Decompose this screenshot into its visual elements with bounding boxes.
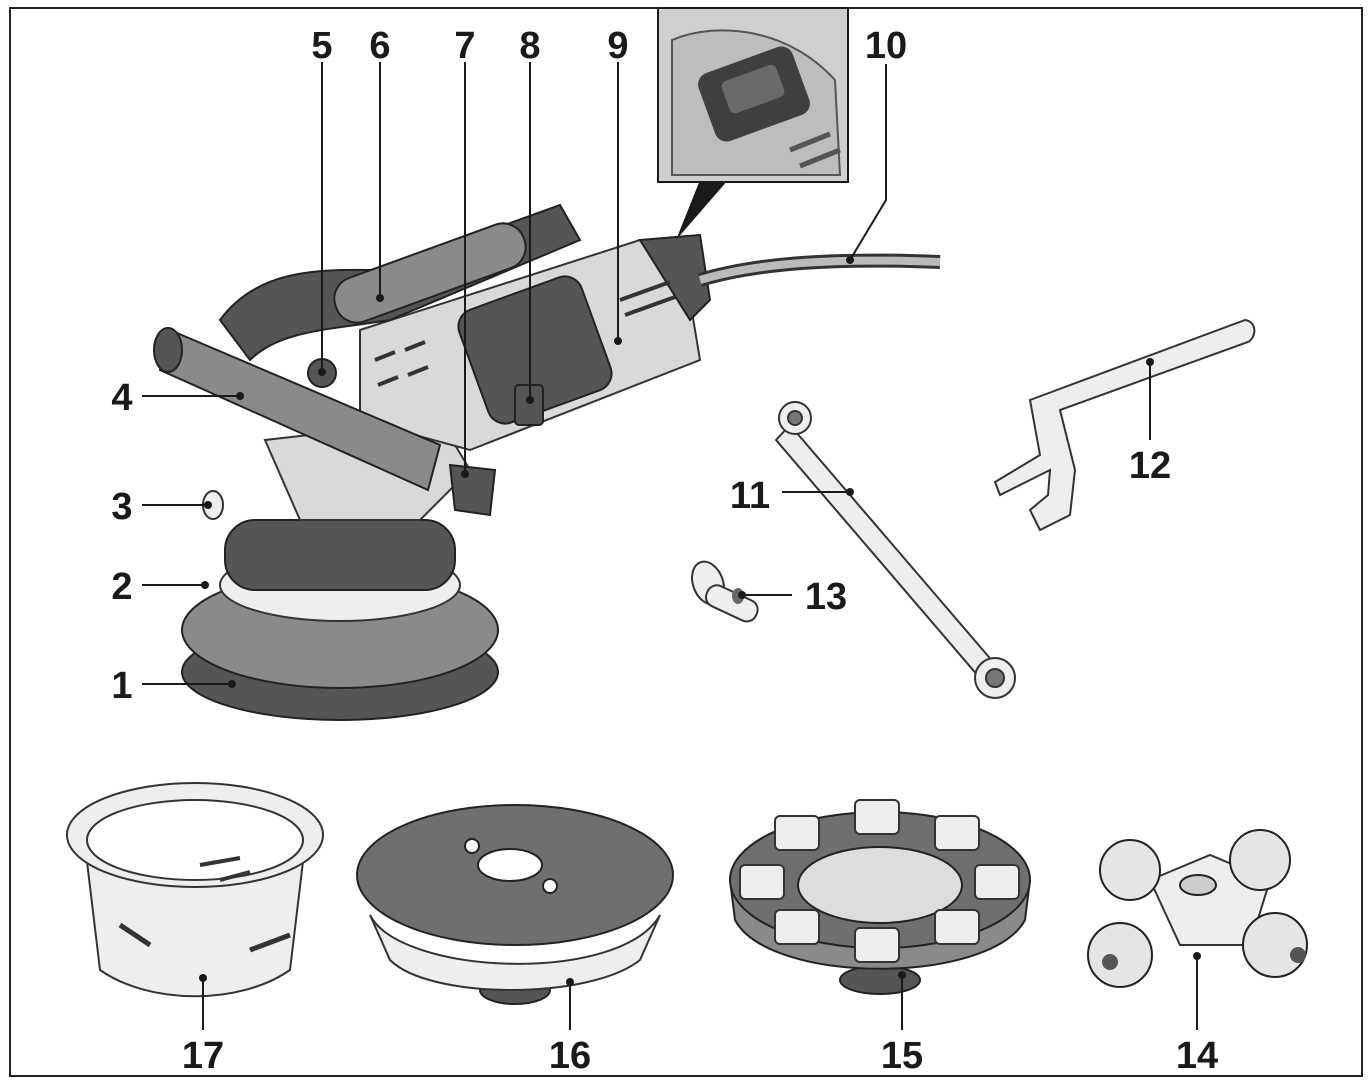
fixing-screw [691, 560, 759, 623]
callout-3: 3 [111, 486, 212, 528]
backing-pad [356, 804, 674, 1005]
callout-13: 13 [738, 576, 847, 618]
callout-8: 8 [519, 25, 541, 404]
callout-7: 7 [454, 25, 476, 478]
auxiliary-handle-cap [153, 327, 183, 373]
callout-5: 5 [311, 25, 333, 376]
milling-head [1087, 829, 1308, 988]
callout-number-6: 6 [369, 25, 390, 67]
callout-17: 17 [182, 974, 224, 1077]
diamond-cup-wheel [729, 799, 1031, 995]
inset-rocker [721, 64, 785, 114]
callout-number-1: 1 [111, 665, 132, 707]
callout-6: 6 [369, 25, 391, 302]
callout-2: 2 [111, 566, 209, 608]
callout-number-15: 15 [881, 1035, 923, 1077]
callout-number-14: 14 [1176, 1035, 1218, 1077]
callout-number-9: 9 [607, 25, 628, 67]
callout-15: 15 [881, 971, 923, 1077]
callout-number-7: 7 [454, 25, 475, 67]
inset-pointer [676, 180, 728, 240]
callout-10: 10 [846, 25, 907, 264]
guard-ring [66, 782, 324, 998]
callout-14: 14 [1176, 952, 1218, 1077]
callout-number-10: 10 [865, 25, 907, 67]
callout-12: 12 [1129, 358, 1171, 487]
callout-number-2: 2 [111, 566, 132, 608]
callout-number-5: 5 [311, 25, 332, 67]
motor-grip [457, 275, 613, 425]
callout-11: 11 [730, 475, 854, 517]
callout-9: 9 [607, 25, 629, 345]
callout-number-3: 3 [111, 486, 132, 528]
callout-16: 16 [549, 978, 591, 1077]
callout-number-16: 16 [549, 1035, 591, 1077]
cable-boot [638, 233, 712, 322]
diamond-segments [739, 799, 1020, 963]
switch-detail-inset [657, 7, 849, 240]
double-ring-spanner [774, 401, 1016, 699]
clamp-lever [448, 463, 497, 517]
callout-1: 1 [111, 665, 236, 707]
callout-number-17: 17 [182, 1035, 224, 1077]
callout-number-11: 11 [730, 475, 770, 517]
pin-spanner [993, 318, 1256, 532]
adjusting-ring [224, 519, 456, 591]
vent-slots [374, 280, 676, 387]
callout-number-4: 4 [111, 377, 132, 419]
callout-number-13: 13 [805, 576, 847, 618]
callout-4: 4 [111, 377, 244, 419]
renovation-grinder [153, 203, 941, 721]
callout-number-8: 8 [519, 25, 540, 67]
callout-number-12: 12 [1129, 445, 1171, 487]
